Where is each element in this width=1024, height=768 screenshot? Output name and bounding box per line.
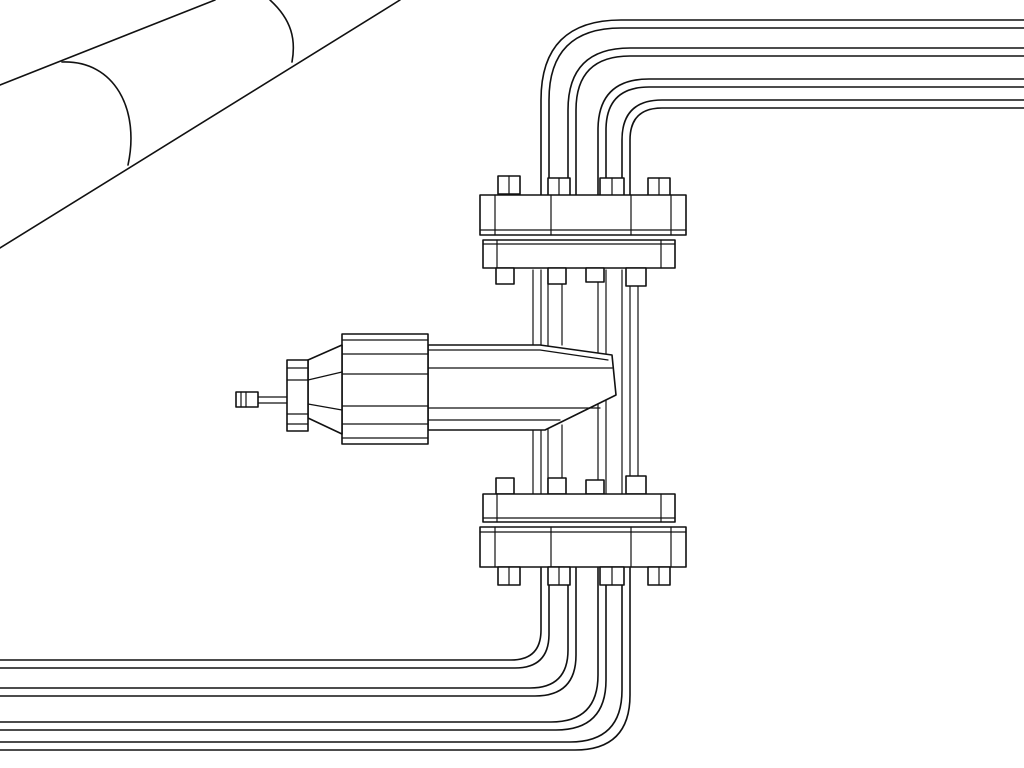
- upper-flange-top-bolts: [497, 175, 671, 197]
- lower-flange-bottom-bolts: [497, 566, 671, 586]
- actuator-stem: [235, 391, 288, 408]
- upper-flange-bottom-bolts: [495, 267, 647, 287]
- upper-flange: [479, 175, 687, 287]
- upper-pipe-bundle: [540, 19, 1024, 197]
- lower-flange-top-bolts: [495, 475, 647, 495]
- lower-flange: [479, 475, 687, 586]
- lower-pipe-bundle: [0, 567, 631, 751]
- main-pipe: [0, 0, 401, 249]
- valve-body: [286, 333, 617, 445]
